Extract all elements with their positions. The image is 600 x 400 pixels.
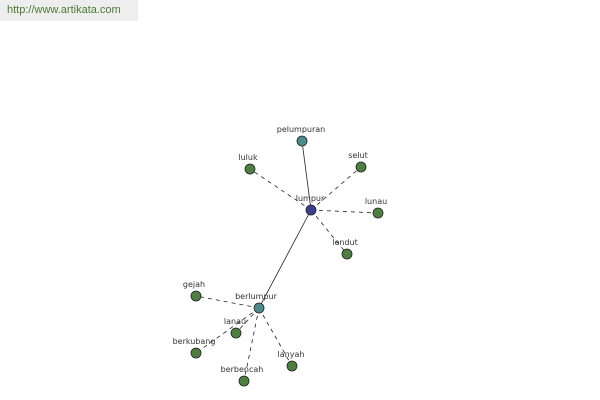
edge-lumpur-selut [310,166,362,211]
node-label-berkubang[interactable]: berkubang [173,337,216,346]
node-luluk[interactable] [244,163,256,175]
edge-berlumpur-lanyah [258,307,293,367]
node-label-lumpur[interactable]: lumpur [296,194,325,203]
graph-nodes: lumpur pelumpuran berlumpur luluk selut lunau… [173,125,387,387]
node-label-pelumpuran[interactable]: pelumpuran [277,125,326,134]
node-label-berbencah[interactable]: berbencah [221,365,264,374]
node-selut[interactable] [355,161,367,173]
node-label-gejah[interactable]: gejah [183,280,205,289]
node-berbencah[interactable] [238,375,250,387]
node-lendut[interactable] [341,248,353,260]
edge-lumpur-pelumpuran [301,140,312,211]
node-label-lanau[interactable]: lanau [224,317,246,326]
node-lanau[interactable] [230,327,242,339]
node-label-lanyah[interactable]: lanyah [278,350,305,359]
site-url[interactable]: http://www.artikata.com [0,0,138,21]
node-lumpur[interactable] [305,204,317,216]
node-berlumpur[interactable] [253,302,265,314]
node-berkubang[interactable] [190,347,202,359]
node-lunau[interactable] [372,207,384,219]
edge-lumpur-berlumpur [258,209,312,309]
node-gejah[interactable] [190,290,202,302]
edge-berlumpur-lanau [235,307,260,334]
edge-lumpur-lendut [310,209,348,255]
node-label-lunau[interactable]: lunau [365,197,387,206]
node-label-berlumpur[interactable]: berlumpur [235,292,278,301]
node-label-luluk[interactable]: luluk [238,153,258,162]
node-label-selut[interactable]: selut [348,151,368,160]
edge-lumpur-luluk [249,168,312,211]
node-lanyah[interactable] [286,360,298,372]
edge-lumpur-lunau [310,209,379,214]
node-label-lendut[interactable]: lendut [332,238,358,247]
node-pelumpuran[interactable] [296,135,308,147]
graph-edges [195,140,379,382]
edge-berlumpur-gejah [195,295,260,309]
edge-berlumpur-berkubang [195,307,260,354]
